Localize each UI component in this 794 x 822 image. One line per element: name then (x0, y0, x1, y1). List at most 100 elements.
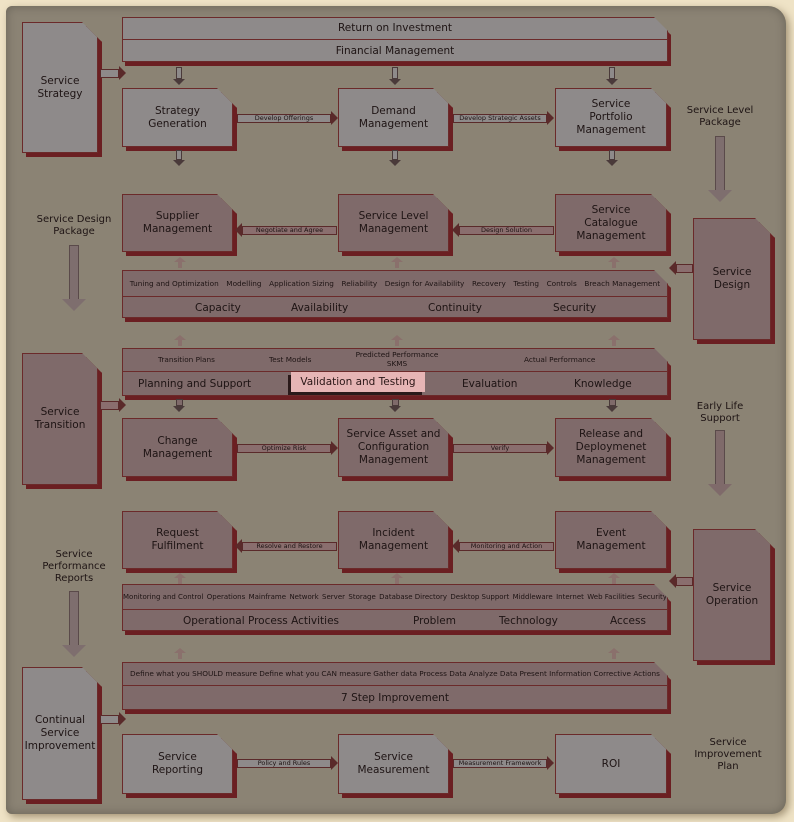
down-arrow-icon (606, 399, 618, 412)
area-knowledge: Knowledge (574, 378, 632, 390)
service-transition-box: Service Transition (22, 353, 98, 485)
change-management-box: Change Management (122, 418, 233, 477)
up-arrow-icon (391, 335, 403, 346)
down-arrow-icon (62, 591, 86, 657)
up-arrow-icon (174, 335, 186, 346)
box-label: Incident Management (338, 511, 449, 569)
up-arrow-icon (608, 335, 620, 346)
activity: Tuning and Optimization (129, 278, 219, 288)
design-processes-bar: Tuning and Optimization Modelling Applicat… (122, 270, 668, 318)
policy-rules-arrow: Policy and Rules (237, 756, 338, 770)
roi-label: Return on Investment (337, 22, 453, 34)
area-access: Access (610, 614, 646, 627)
up-arrow-icon (174, 648, 186, 659)
box-label: Service Asset and Configuration Manageme… (338, 418, 449, 477)
box-label: Event Management (555, 511, 667, 569)
arrow-label: Measurement Framework (453, 758, 547, 768)
design-arrow (669, 261, 693, 275)
request-fulfilment-box: Request Fulfilment (122, 511, 233, 569)
down-arrow-icon (173, 67, 185, 85)
service-operation-box: Service Operation (693, 529, 771, 661)
service-strategy-label: Service Strategy (22, 22, 98, 153)
box-label: Demand Management (338, 88, 449, 147)
box-label: Change Management (122, 418, 233, 477)
area-evaluation: Evaluation (462, 378, 518, 390)
activity: Breach Management (584, 278, 661, 288)
event-management-box: Event Management (555, 511, 667, 569)
box-label: Supplier Management (122, 194, 233, 252)
activity: Application Sizing (269, 278, 334, 288)
service-transition-label: Service Transition (22, 353, 98, 485)
activity: Internet (556, 592, 584, 601)
up-arrow-icon (174, 257, 186, 268)
service-asset-config-box: Service Asset and Configuration Manageme… (338, 418, 449, 477)
box-label: Service Measurement (338, 734, 449, 794)
service-performance-reports-label: Service Performance Reports (42, 549, 106, 584)
service-portfolio-box: Service Portfolio Management (555, 88, 667, 147)
activity: Design for Availability (384, 278, 465, 288)
up-arrow-icon (174, 573, 186, 584)
operation-arrow (669, 574, 693, 588)
release-deployment-box: Release and Deploymenet Management (555, 418, 667, 477)
service-reporting-box: Service Reporting (122, 734, 233, 794)
develop-offerings-arrow: Develop Offerings (237, 111, 338, 125)
down-arrow-icon (62, 245, 86, 311)
step: Analyze Data (468, 669, 518, 678)
box-label: Service Catalogue Management (555, 194, 667, 252)
step: Corrective Actions (593, 669, 660, 678)
roi-box: ROI (555, 734, 667, 794)
activity: Transition Plans (158, 355, 215, 364)
arrow-label: Develop Strategic Assets (453, 113, 547, 123)
activity: Web Facilities (587, 592, 635, 601)
down-arrow-icon (606, 67, 618, 85)
step: Process Data (419, 669, 467, 678)
csi-box: Continual Service Improvement (22, 667, 98, 800)
financial-management-label: Financial Management (122, 39, 668, 62)
activity: Recovery (471, 278, 506, 288)
demand-management-box: Demand Management (338, 88, 449, 147)
area-security: Security (553, 301, 597, 314)
down-arrow-icon (389, 399, 401, 412)
step: Present Information (519, 669, 592, 678)
activity: Controls (546, 278, 577, 288)
service-operation-label: Service Operation (693, 529, 771, 661)
seven-step-title: 7 Step Improvement (122, 685, 668, 710)
down-arrow-icon (708, 136, 732, 202)
box-label: Service Reporting (122, 734, 233, 794)
strategy-arrow (100, 66, 126, 80)
activity: Server (322, 592, 346, 601)
activity: Modelling (226, 278, 262, 288)
arrow-label: Policy and Rules (237, 758, 331, 768)
down-arrow-icon (708, 430, 732, 496)
service-measurement-box: Service Measurement (338, 734, 449, 794)
csi-label: Continual Service Improvement (22, 667, 98, 800)
activity: Monitoring and Control (123, 592, 204, 601)
arrow-label: Develop Offerings (237, 113, 331, 123)
service-level-package-label: Service Level Package (686, 105, 754, 128)
early-life-support-label: Early Life Support (696, 401, 744, 424)
box-label: ROI (555, 734, 667, 794)
activity: Testing (513, 278, 539, 288)
transition-arrow (100, 398, 126, 412)
arrow-label: Resolve and Restore (242, 541, 337, 551)
service-strategy-box: Service Strategy (22, 22, 98, 153)
box-label: Service Portfolio Management (555, 88, 667, 147)
activity: Desktop Support (450, 592, 510, 601)
validation-testing-highlight[interactable]: Validation and Testing (291, 372, 425, 392)
up-arrow-icon (608, 573, 620, 584)
monitoring-action-arrow: Monitoring and Action (452, 539, 554, 553)
negotiate-arrow: Negotiate and Agree (235, 223, 337, 237)
supplier-management-box: Supplier Management (122, 194, 233, 252)
area-problem: Problem (413, 614, 456, 627)
area-operational: Operational Process Activities (183, 614, 340, 627)
step: Define what you CAN measure (259, 669, 372, 678)
activity: Test Models (269, 355, 312, 364)
service-design-package-label: Service Design Package (36, 214, 112, 237)
service-improvement-plan-label: Service Improvement Plan (694, 737, 762, 772)
up-arrow-icon (608, 257, 620, 268)
down-arrow-icon (389, 67, 401, 85)
develop-assets-arrow: Develop Strategic Assets (453, 111, 554, 125)
service-design-label: Service Design (693, 218, 771, 340)
activity: Security (638, 592, 667, 601)
